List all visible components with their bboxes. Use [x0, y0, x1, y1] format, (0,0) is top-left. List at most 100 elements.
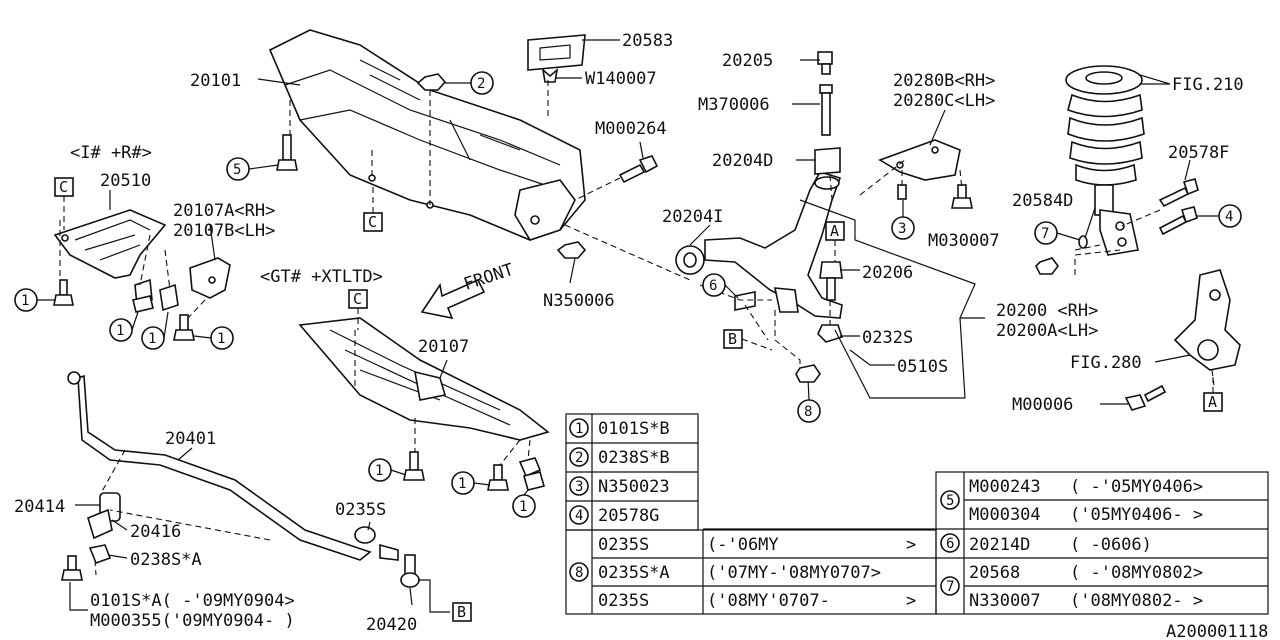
ball-joint-drawing — [817, 261, 844, 343]
callout-1f-number: 1 — [458, 476, 466, 492]
label-fig280: FIG.280 — [1070, 353, 1142, 373]
label-20401: 20401 — [165, 429, 216, 449]
legend-part-2: 0238S*B — [598, 448, 670, 468]
legend-text: 1 0101S*B 2 0238S*B 3 N350023 4 20578G 8… — [569, 418, 1203, 611]
label-20107: 20107 — [418, 337, 469, 357]
legend-8-part-3: 0235S — [598, 591, 649, 611]
label-20206: 20206 — [862, 263, 913, 283]
label-20205: 20205 — [722, 51, 773, 71]
control-arm-drawing — [675, 147, 843, 319]
legend-7-part-1: 20568 — [969, 563, 1020, 583]
label-20414: 20414 — [14, 497, 65, 517]
bolt-m370006-drawing — [817, 51, 833, 136]
label-20101: 20101 — [190, 71, 241, 91]
legend-part-1: 0101S*B — [598, 419, 670, 439]
legend-8-range-2: ('07MY-'08MY0707> — [707, 563, 881, 583]
nut-8-drawing — [795, 364, 821, 383]
leader-lines — [69, 39, 1191, 613]
legend-5-part-1: M000243 — [969, 477, 1041, 497]
support-plate-20510-drawing — [53, 209, 167, 279]
label-fig210: FIG.210 — [1172, 75, 1244, 95]
crossmember-drawing — [268, 29, 586, 241]
skid-plate-20107-drawing — [298, 317, 550, 441]
diagram-code: A200001118 — [1166, 622, 1268, 640]
legend-num-2: 2 — [575, 450, 583, 466]
ref-a-arm-text: A — [830, 222, 839, 240]
label-20583: 20583 — [622, 31, 673, 51]
label-20107a: 20107A<RH> — [173, 201, 275, 221]
ref-c-crossmember-text: C — [368, 213, 377, 231]
label-0238sa: 0238S*A — [130, 550, 202, 570]
label-m370006: M370006 — [698, 95, 770, 115]
strut-drawing — [1065, 65, 1145, 256]
legend-right-box — [935, 471, 1269, 615]
ref-box-b-link — [452, 602, 472, 622]
label-gt-variant: <GT# +XTLTD> — [260, 267, 383, 287]
label-20204d: 20204D — [712, 151, 773, 171]
legend-5-range-2: ('05MY0406- > — [1070, 505, 1203, 525]
callout-5-number: 5 — [233, 162, 241, 178]
label-0232s: 0232S — [862, 328, 913, 348]
legend-circle-3 — [569, 476, 589, 496]
bushing-clamp-drawing — [61, 492, 121, 581]
legend-7-part-2: N330007 — [969, 591, 1041, 611]
ref-c-left-text: C — [59, 178, 68, 196]
legend-8-end-3: > — [906, 591, 916, 611]
callout-1a-number: 1 — [21, 293, 29, 309]
callout-1b-number: 1 — [116, 323, 124, 339]
nut-n350006-drawing — [556, 241, 587, 259]
ref-b-link-text: B — [457, 603, 466, 621]
legend-5-part-2: M000304 — [969, 505, 1041, 525]
label-n350006: N350006 — [543, 291, 615, 311]
legend-8-end-1: > — [906, 535, 916, 555]
bolt-5-drawing — [276, 134, 298, 171]
ref-b-arm-text: B — [728, 330, 737, 348]
label-0101sa: 0101S*A( -'09MY0904> — [90, 591, 295, 611]
bracket-20583-drawing — [527, 34, 586, 83]
callout-1e-number: 1 — [375, 463, 383, 479]
callout-7-number: 7 — [1041, 226, 1049, 242]
front-direction-arrow: FRONT — [420, 260, 516, 320]
legend-8-part-1: 0235S — [598, 535, 649, 555]
label-0235s: 0235S — [335, 500, 386, 520]
reference-boxes: C C C A B A B — [54, 177, 1223, 622]
stabilizer-bar-drawing — [67, 371, 372, 561]
ref-c-skid-text: C — [353, 290, 362, 308]
bolts-skid-group-drawing — [403, 451, 545, 491]
label-m000355: M000355('09MY0904- ) — [90, 611, 295, 631]
label-20200a: 20200A<LH> — [996, 321, 1098, 341]
callout-8-number: 8 — [804, 404, 812, 420]
part-labels: 20583 20101 W140007 20205 M370006 20280B… — [14, 31, 1268, 640]
label-m030007: M030007 — [928, 231, 1000, 251]
label-ir-variant: <I# +R#> — [70, 143, 152, 163]
label-20200: 20200 <RH> — [996, 301, 1098, 321]
legend-5-range-1: ( -'05MY0406> — [1070, 477, 1203, 497]
legend-circle-8 — [569, 562, 589, 582]
label-m000264: M000264 — [595, 119, 667, 139]
callout-1c-number: 1 — [148, 331, 156, 347]
callout-3-number: 3 — [898, 221, 906, 237]
legend-circle-7 — [940, 576, 960, 596]
nut-2-drawing — [416, 73, 447, 91]
label-20510: 20510 — [100, 171, 151, 191]
label-m00006: M00006 — [1012, 395, 1073, 415]
legend-num-5: 5 — [946, 493, 954, 509]
stabilizer-link-drawing — [354, 526, 420, 588]
legend-part-4: 20578G — [598, 506, 659, 526]
legend-part-3: N350023 — [598, 477, 670, 497]
label-20420: 20420 — [366, 615, 417, 635]
callout-4-number: 4 — [1225, 209, 1233, 225]
legend-num-1: 1 — [575, 421, 583, 437]
label-w140007: W140007 — [585, 69, 657, 89]
legend-num-3: 3 — [575, 479, 583, 495]
legend-6-range-1: ( -0606) — [1070, 535, 1152, 555]
legend-num-6: 6 — [946, 536, 954, 552]
knuckle-drawing — [1173, 269, 1241, 371]
legend-num-8: 8 — [575, 565, 583, 581]
bracket-20280-drawing — [878, 139, 973, 209]
legend-8-range-3: ('08MY'0707- — [707, 591, 830, 611]
label-20280b: 20280B<RH> — [893, 71, 995, 91]
legend-6-part-1: 20214D — [969, 535, 1030, 555]
ref-a-knuckle-text: A — [1208, 393, 1217, 411]
